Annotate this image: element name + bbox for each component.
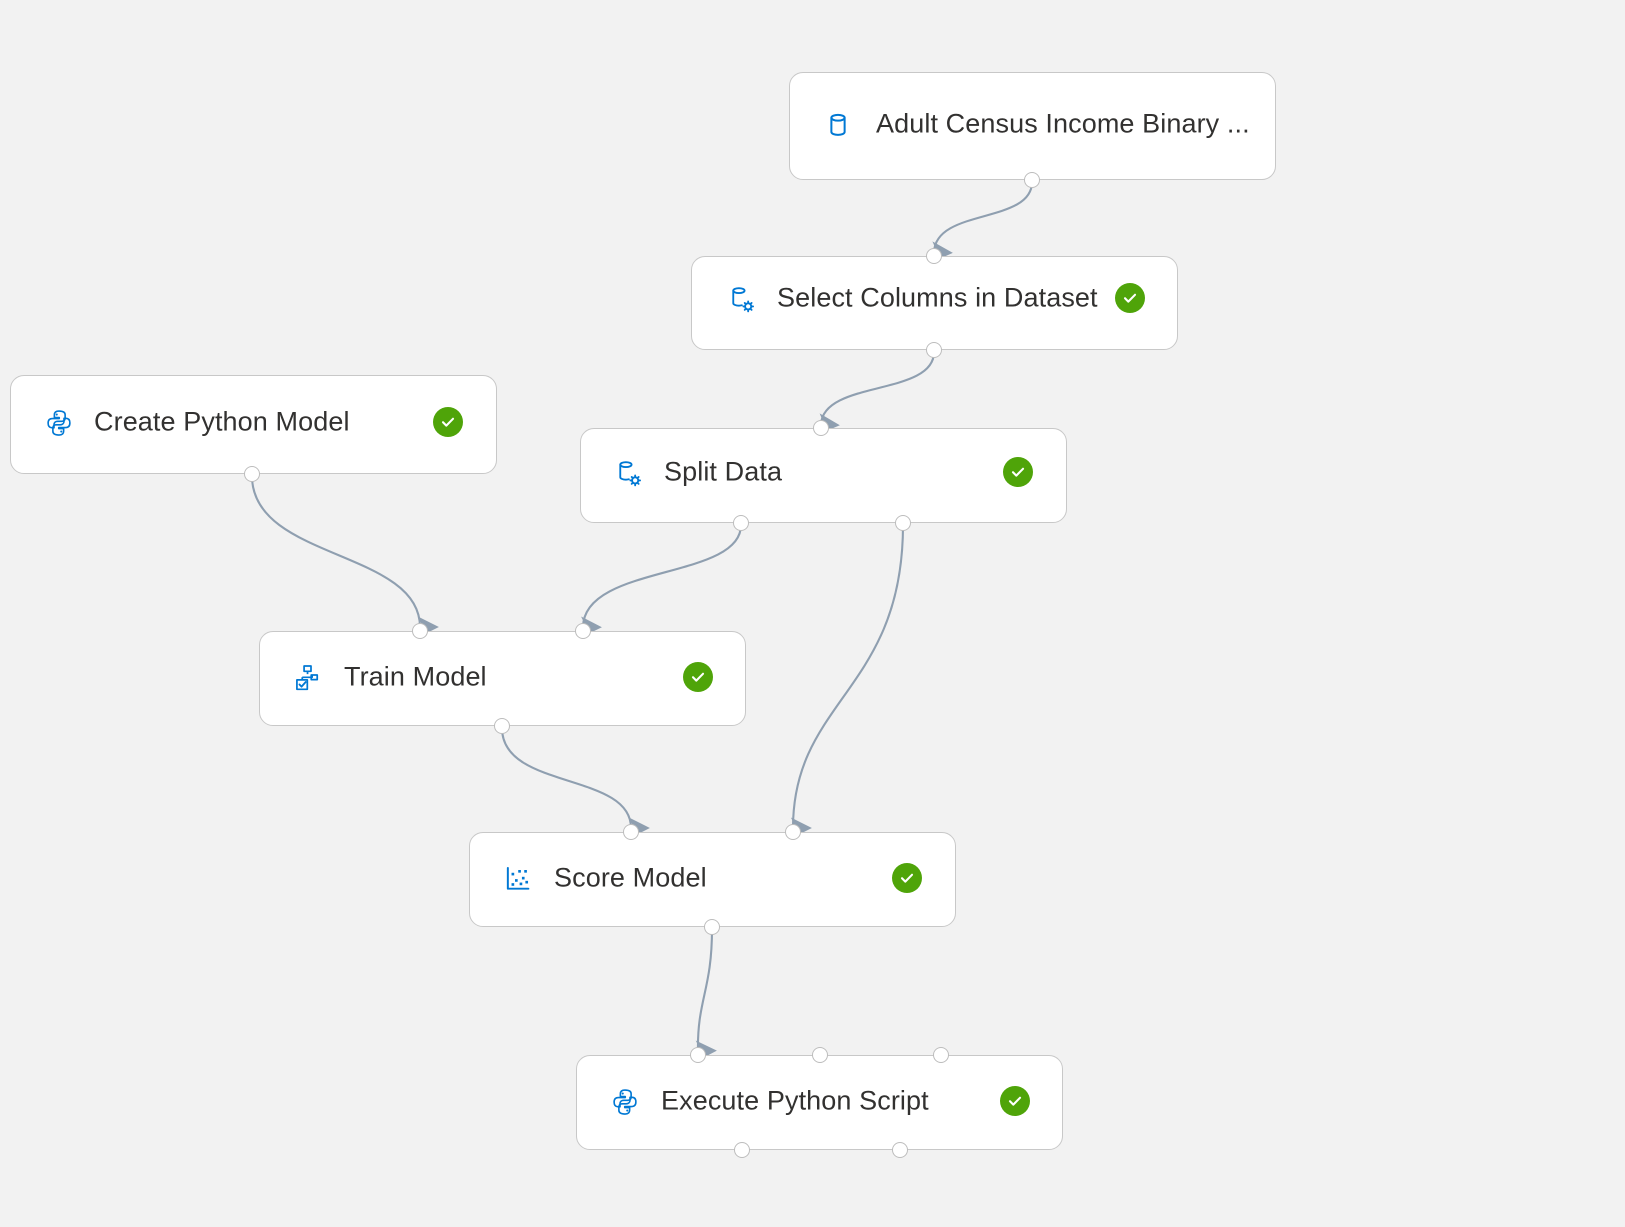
edge-train-model-to-score-model[interactable] bbox=[500, 727, 650, 839]
input-port-select-columns-0[interactable] bbox=[926, 248, 942, 264]
node-label-dataset: Adult Census Income Binary ... bbox=[876, 108, 1250, 139]
python-icon bbox=[44, 408, 74, 438]
dataset-settings-icon bbox=[613, 458, 645, 490]
node-label-train-model: Train Model bbox=[344, 661, 487, 692]
node-label-create-python-model: Create Python Model bbox=[94, 406, 350, 437]
node-label-execute-python-script: Execute Python Script bbox=[661, 1085, 929, 1116]
node-train-model[interactable] bbox=[259, 631, 746, 726]
node-label-split-data: Split Data bbox=[664, 456, 783, 487]
output-port-split-data-1[interactable] bbox=[895, 515, 911, 531]
node-score-model[interactable] bbox=[469, 832, 956, 927]
output-port-train-model-0[interactable] bbox=[494, 718, 510, 734]
input-port-score-model-1[interactable] bbox=[785, 824, 801, 840]
scatter-plot-icon bbox=[503, 864, 533, 894]
edge-score-model-to-execute-python-script[interactable] bbox=[695, 928, 717, 1062]
output-port-create-python-model-0[interactable] bbox=[244, 466, 260, 482]
dataset-cylinder-icon bbox=[823, 110, 853, 140]
node-create-python-model[interactable] bbox=[10, 375, 497, 474]
edge-select-columns-to-split-data[interactable] bbox=[818, 351, 936, 435]
output-port-execute-python-script-0[interactable] bbox=[734, 1142, 750, 1158]
input-port-train-model-1[interactable] bbox=[575, 623, 591, 639]
status-badge-completed-icon bbox=[1000, 1086, 1030, 1116]
output-port-execute-python-script-1[interactable] bbox=[892, 1142, 908, 1158]
dataset-settings-icon bbox=[726, 284, 758, 316]
input-port-execute-python-script-2[interactable] bbox=[933, 1047, 949, 1063]
input-port-train-model-0[interactable] bbox=[412, 623, 428, 639]
output-port-split-data-0[interactable] bbox=[733, 515, 749, 531]
node-split-data[interactable] bbox=[580, 428, 1067, 523]
status-badge-completed-icon bbox=[433, 407, 463, 437]
edge-split-data-to-score-model[interactable] bbox=[790, 524, 905, 839]
status-badge-completed-icon bbox=[892, 863, 922, 893]
input-port-execute-python-script-0[interactable] bbox=[690, 1047, 706, 1063]
output-port-dataset-0[interactable] bbox=[1024, 172, 1040, 188]
edge-create-python-model-to-train-model[interactable] bbox=[250, 475, 439, 638]
output-port-select-columns-0[interactable] bbox=[926, 342, 942, 358]
node-label-score-model: Score Model bbox=[554, 862, 707, 893]
status-badge-completed-icon bbox=[1115, 283, 1145, 313]
node-dataset[interactable] bbox=[789, 72, 1276, 180]
edge-split-data-to-train-model[interactable] bbox=[580, 524, 743, 638]
input-port-split-data-0[interactable] bbox=[813, 420, 829, 436]
input-port-execute-python-script-1[interactable] bbox=[812, 1047, 828, 1063]
edge-dataset-to-select-columns[interactable] bbox=[931, 181, 1034, 263]
python-icon bbox=[610, 1087, 640, 1117]
status-badge-completed-icon bbox=[683, 662, 713, 692]
node-execute-python-script[interactable] bbox=[576, 1055, 1063, 1150]
input-port-score-model-0[interactable] bbox=[623, 824, 639, 840]
status-badge-completed-icon bbox=[1003, 457, 1033, 487]
output-port-score-model-0[interactable] bbox=[704, 919, 720, 935]
train-model-icon bbox=[293, 663, 323, 693]
node-label-select-columns: Select Columns in Dataset bbox=[777, 282, 1098, 313]
